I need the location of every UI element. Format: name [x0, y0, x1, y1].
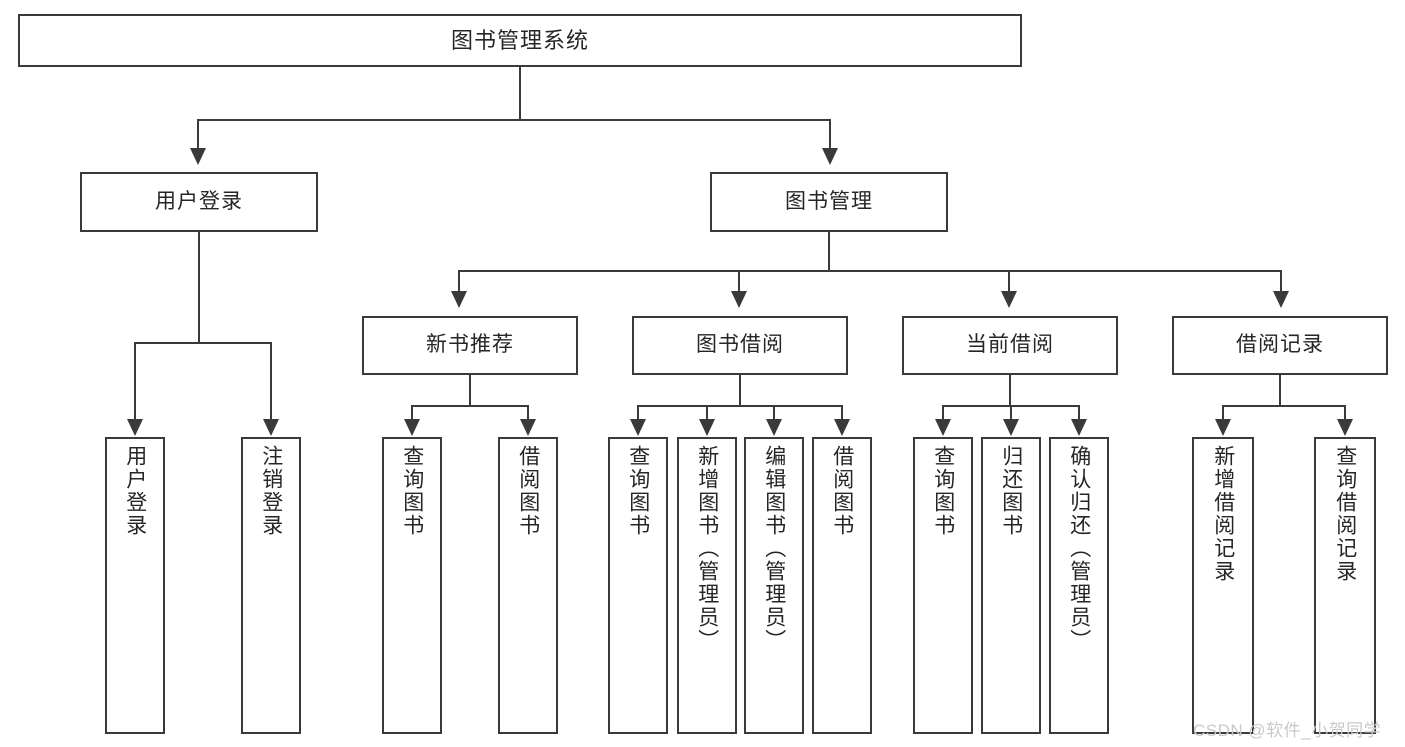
- connector-bb-drop-1: [637, 405, 639, 420]
- connector-cb-drop-3: [1078, 405, 1080, 420]
- node-new-book-recommend[interactable]: 新书推荐: [362, 316, 578, 375]
- node-label: 查询图书: [626, 445, 650, 537]
- node-label: 借阅记录: [1236, 333, 1324, 357]
- arrowhead-to-current-borrow: [1001, 291, 1017, 308]
- connector-bm-drop-1: [458, 270, 460, 292]
- node-label: 新增借阅记录: [1211, 445, 1235, 583]
- node-label: 图书管理系统: [450, 27, 589, 53]
- connector-br-drop-2: [1344, 405, 1346, 420]
- connector-user-login-drop-2: [270, 342, 272, 420]
- node-borrow-record[interactable]: 借阅记录: [1172, 316, 1388, 375]
- connector-bb-drop-3: [773, 405, 775, 420]
- connector-root-stem: [519, 67, 521, 119]
- leaf-edit-book-admin[interactable]: 编辑图书（管理员）: [744, 437, 804, 734]
- arrowhead-to-borrow-record: [1273, 291, 1289, 308]
- node-label: 用户登录: [123, 445, 147, 537]
- node-label: 查询图书: [931, 445, 955, 537]
- arrowhead-to-book-borrow: [731, 291, 747, 308]
- leaf-return-book[interactable]: 归还图书: [981, 437, 1041, 734]
- arrowhead-to-cb-leaf-3: [1071, 419, 1087, 436]
- connector-cb-stem: [1009, 375, 1011, 405]
- arrowhead-to-user-login-leaf: [127, 419, 143, 436]
- node-label: 查询图书: [400, 445, 424, 537]
- connector-nbr-drop-1: [411, 405, 413, 420]
- arrowhead-to-br-leaf-2: [1337, 419, 1353, 436]
- arrowhead-to-bb-leaf-3: [766, 419, 782, 436]
- connector-user-login-bar: [134, 342, 272, 344]
- arrowhead-to-br-leaf-1: [1215, 419, 1231, 436]
- arrowhead-to-new-book-recommend: [451, 291, 467, 308]
- arrowhead-to-user-login: [190, 148, 206, 165]
- connector-root-bar: [197, 119, 831, 121]
- leaf-query-book-current[interactable]: 查询图书: [913, 437, 973, 734]
- node-label: 新书推荐: [426, 333, 514, 357]
- leaf-add-borrow-record[interactable]: 新增借阅记录: [1192, 437, 1254, 734]
- leaf-add-book-admin[interactable]: 新增图书（管理员）: [677, 437, 737, 734]
- arrowhead-to-nbr-leaf-2: [520, 419, 536, 436]
- node-label: 用户登录: [155, 189, 243, 213]
- connector-user-login-drop-1: [134, 342, 136, 420]
- arrowhead-to-logout-leaf: [263, 419, 279, 436]
- node-label: 借阅图书: [516, 445, 540, 537]
- connector-bm-drop-2: [738, 270, 740, 292]
- arrowhead-to-bb-leaf-1: [630, 419, 646, 436]
- node-label: 图书借阅: [696, 333, 784, 357]
- csdn-watermark: CSDN @软件_小贺同学: [1193, 721, 1382, 740]
- arrowhead-to-bb-leaf-4: [834, 419, 850, 436]
- connector-nbr-stem: [469, 375, 471, 405]
- node-label: 归还图书: [999, 445, 1023, 537]
- node-label: 编辑图书（管理员）: [762, 445, 786, 652]
- node-label: 注销登录: [259, 445, 283, 537]
- node-label: 确认归还（管理员）: [1067, 445, 1091, 652]
- connector-nbr-drop-2: [527, 405, 529, 420]
- connector-cb-drop-1: [942, 405, 944, 420]
- node-book-management[interactable]: 图书管理: [710, 172, 948, 232]
- connector-nbr-bar: [411, 405, 529, 407]
- node-label: 查询借阅记录: [1333, 445, 1357, 583]
- leaf-logout[interactable]: 注销登录: [241, 437, 301, 734]
- connector-bb-drop-4: [841, 405, 843, 420]
- leaf-borrow-book-recommend[interactable]: 借阅图书: [498, 437, 558, 734]
- arrowhead-to-cb-leaf-1: [935, 419, 951, 436]
- node-label: 当前借阅: [966, 333, 1054, 357]
- leaf-query-book-borrow[interactable]: 查询图书: [608, 437, 668, 734]
- leaf-query-book-recommend[interactable]: 查询图书: [382, 437, 442, 734]
- connector-book-management-bar: [458, 270, 1282, 272]
- leaf-borrow-book[interactable]: 借阅图书: [812, 437, 872, 734]
- connector-bm-drop-3: [1008, 270, 1010, 292]
- leaf-query-borrow-record[interactable]: 查询借阅记录: [1314, 437, 1376, 734]
- connector-cb-drop-2: [1010, 405, 1012, 420]
- connector-br-stem: [1279, 375, 1281, 405]
- connector-bb-stem: [739, 375, 741, 405]
- connector-br-drop-1: [1222, 405, 1224, 420]
- connector-bb-drop-2: [706, 405, 708, 420]
- node-label: 图书管理: [785, 189, 873, 213]
- connector-bb-bar: [637, 405, 843, 407]
- arrowhead-to-cb-leaf-2: [1003, 419, 1019, 436]
- connector-bm-drop-4: [1280, 270, 1282, 292]
- arrowhead-to-nbr-leaf-1: [404, 419, 420, 436]
- arrowhead-to-book-management: [822, 148, 838, 165]
- connector-br-bar: [1222, 405, 1346, 407]
- arrowhead-to-bb-leaf-2: [699, 419, 715, 436]
- connector-user-login-stem: [198, 232, 200, 342]
- leaf-confirm-return-admin[interactable]: 确认归还（管理员）: [1049, 437, 1109, 734]
- connector-root-drop-right: [829, 119, 831, 149]
- node-current-borrow[interactable]: 当前借阅: [902, 316, 1118, 375]
- node-book-borrow[interactable]: 图书借阅: [632, 316, 848, 375]
- node-root-book-management-system[interactable]: 图书管理系统: [18, 14, 1022, 67]
- node-label: 借阅图书: [830, 445, 854, 537]
- node-label: 新增图书（管理员）: [695, 445, 719, 652]
- connector-book-management-stem: [828, 232, 830, 270]
- connector-root-drop-left: [197, 119, 199, 149]
- leaf-user-login[interactable]: 用户登录: [105, 437, 165, 734]
- node-user-login[interactable]: 用户登录: [80, 172, 318, 232]
